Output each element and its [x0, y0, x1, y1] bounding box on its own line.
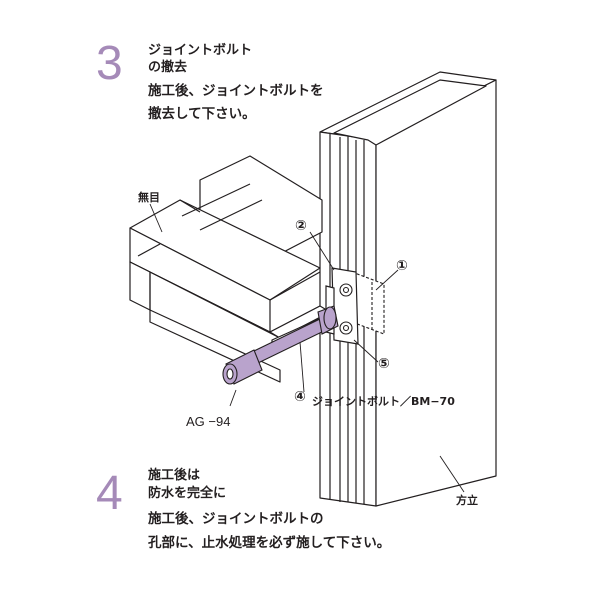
step-4-number: 4 [96, 467, 123, 520]
mullion-top-inner [333, 79, 487, 146]
label-part-2: ② [295, 218, 307, 234]
leader-c1 [375, 269, 399, 291]
label-part-1: ① [396, 258, 408, 274]
step-3-title-line1: ジョイントボルト [148, 43, 253, 58]
label-mumoku: 無目 [138, 191, 160, 204]
step-3-body-line1: 施工後、ジョイントボルトを [148, 83, 324, 99]
mullion-side-face [375, 79, 497, 507]
transom-edge-3 [199, 199, 263, 231]
transom-edge-4 [269, 271, 321, 301]
transom-edge-1 [179, 199, 201, 213]
label-ag-94: AG −94 [186, 414, 231, 429]
label-part-4: ④ [294, 389, 306, 405]
leader-c2 [309, 231, 335, 271]
step-4-body-line2: 孔部に、止水処理を必ず施して下さい。 [148, 535, 391, 551]
leader-c5 [353, 339, 379, 363]
step-4-title-line2: 防水を完全に [148, 486, 227, 501]
label-part-5: ⑤ [378, 356, 390, 372]
transom-edge-8 [137, 243, 161, 257]
label-joint-bolt: ジョイントボルト／BM−70 [312, 395, 455, 408]
label-tate: 方立 [456, 494, 478, 507]
step-3-body-line2: 撤去して下さい。 [148, 106, 256, 122]
leader-ag [229, 389, 237, 407]
step-3-title-line2: の撤去 [148, 60, 188, 75]
leader-c4 [299, 341, 305, 393]
bolt-nuts [339, 283, 353, 335]
joint-bolt [222, 305, 339, 385]
step-4-body-line1: 施工後、ジョイントボルトの [148, 511, 324, 527]
leader-tate [439, 455, 465, 493]
transom-edge-2 [181, 183, 251, 217]
leader-mumoku [149, 203, 163, 233]
step-4-title-line1: 施工後は [148, 468, 201, 483]
step-3-number: 3 [96, 37, 123, 90]
